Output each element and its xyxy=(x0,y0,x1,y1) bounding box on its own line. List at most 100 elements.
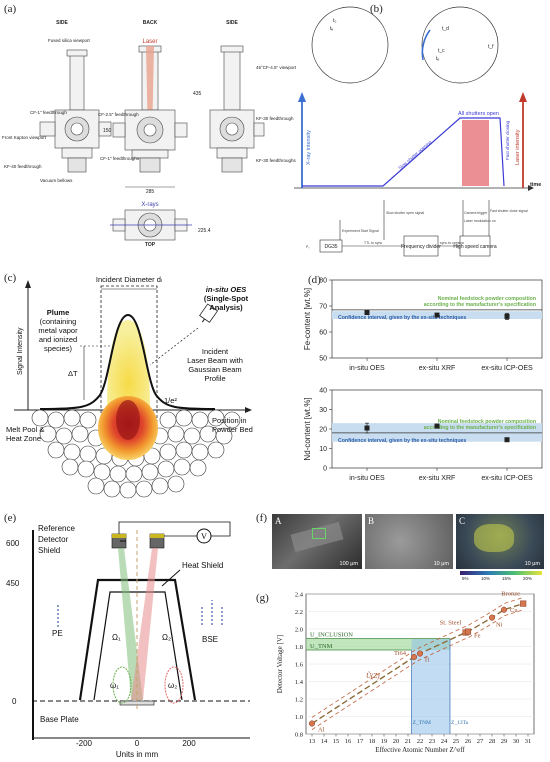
chart-d1-xtick-label: ex-situ ICP-OES xyxy=(481,475,533,482)
chart-g-point xyxy=(416,650,424,657)
box-label-freq: Frequency divider xyxy=(401,244,441,250)
dim-285: 285 xyxy=(146,189,155,195)
chart-d1-ytick-label: 10 xyxy=(319,446,327,453)
chart-g-point xyxy=(500,606,508,613)
chart-d1-nominal-2: according to the manufacturer's specific… xyxy=(424,425,536,431)
label-xray-intensity: X-ray intensity xyxy=(306,130,312,165)
chart-g-xtick-label: 18 xyxy=(369,738,376,745)
label-plume-1: Plume xyxy=(47,308,70,317)
chart-d1-confidence-band xyxy=(332,423,542,442)
label-a-0: Fused silica viewport xyxy=(48,38,90,43)
label-all-shutters: All shutters open xyxy=(458,111,499,117)
xtick-0: 0 xyxy=(135,739,140,748)
chart-g-xtick-label: 30 xyxy=(513,738,520,745)
chart-g-xtick-label: 21 xyxy=(405,738,412,745)
chart-g-xtick-label: 14 xyxy=(321,738,328,745)
label-oes-1: in-situ OES xyxy=(206,285,246,294)
label-shield: Shield xyxy=(38,546,60,555)
chart-d1-point xyxy=(364,425,370,431)
label-plume-3: metal vapor xyxy=(38,326,78,335)
omega-small-1: ω₁ xyxy=(110,681,119,690)
micrograph-b: B 10 μm xyxy=(365,514,453,569)
box-label-dg35: DG35 xyxy=(324,244,337,250)
micrograph-b-letter: B xyxy=(368,516,375,526)
chart-g-ytick-label: 1.0 xyxy=(295,714,303,721)
signal-1: Slow shutter open signal xyxy=(386,211,424,215)
label-reference: Reference xyxy=(38,524,75,533)
chart-g-xlabel: Effective Atomic Number Z^eff xyxy=(375,746,465,754)
colorbar-5: 5% xyxy=(462,576,469,581)
label-heat-shield: Heat Shield xyxy=(182,561,223,570)
back-chamber xyxy=(112,45,188,188)
dim-435: 435 xyxy=(193,91,202,97)
circle-label-3: t_f xyxy=(488,44,494,50)
micrograph-a-scale: 100 μm xyxy=(339,561,358,567)
side-left-chamber xyxy=(39,49,112,173)
chart-g-point-label: Al xyxy=(318,727,325,734)
chart-g-point-label: Ni xyxy=(496,622,503,629)
signal-6: TTL to sync xyxy=(364,241,382,245)
chart-g-point xyxy=(488,614,496,621)
signal-0: Experiment Start Signal xyxy=(342,229,379,233)
micrograph-c: C 10 μm xyxy=(456,514,544,569)
chart-d1-ytick-label: 20 xyxy=(319,427,327,434)
chart-g-ytick-label: 2.2 xyxy=(295,609,303,616)
chart-d1-ylabel: Nd-content [wt.%] xyxy=(303,397,312,460)
label-a-4: CF-1" feedthroughs xyxy=(100,156,140,161)
label-base-plate: Base Plate xyxy=(40,715,79,724)
chart-g-z-13ta-label: Z_13Ta xyxy=(451,720,469,726)
label-top: TOP xyxy=(145,242,156,248)
chart-d0-point xyxy=(434,312,440,318)
label-plume-2: (containing xyxy=(40,317,77,326)
chart-d1-point xyxy=(434,423,440,429)
chart-g-ylabel: Detector Voltage [V] xyxy=(276,635,284,693)
chart-g-xtick-label: 27 xyxy=(477,738,484,745)
label-plume-4: and ionized xyxy=(39,335,77,344)
chart-g-upper-bound xyxy=(311,597,524,718)
chart-g-point-label: Fe xyxy=(474,633,481,640)
chart-d0-point xyxy=(504,313,510,319)
micrograph-c-highlight xyxy=(474,524,514,552)
panel-a-letter: (a) xyxy=(4,3,17,15)
label-delta-t: ΔT xyxy=(68,369,78,378)
colorbar-20: 20% xyxy=(523,576,533,581)
label-beam-3: Gaussian Beam xyxy=(188,365,241,374)
label-a-1: CF-1" feedthrough xyxy=(30,110,67,115)
chart-g-green-band xyxy=(306,638,450,650)
plume-shape xyxy=(107,320,150,410)
omega-small-2: ω₂ xyxy=(168,681,177,690)
chart-g-uz-label: Ũ(Z) xyxy=(366,672,380,680)
label-slow-shutter: Slow shutter opening xyxy=(397,139,432,171)
chart-d1-xtick-label: in-situ OES xyxy=(349,475,385,482)
panel-f-letter: (f) xyxy=(256,512,267,524)
signal-2: Camera trigger xyxy=(464,211,488,215)
chart-d0-ylabel: Fe-content [wt.%] xyxy=(303,288,312,350)
label-laser-intensity: Laser intensity xyxy=(515,129,521,165)
timing-circle-right xyxy=(421,6,499,84)
chart-g-xtick-label: 26 xyxy=(465,738,472,745)
xtick-200: 200 xyxy=(182,739,196,748)
chart-d1-point xyxy=(504,437,510,443)
chart-g-xtick-label: 29 xyxy=(501,738,508,745)
panel-b-letter: (b) xyxy=(370,3,383,15)
label-a-2: CF-2.5" feedthrough xyxy=(98,112,139,117)
label-incident-diameter: Incident Diameter dₗ xyxy=(96,275,162,284)
chart-d0-nominal-1: Nominal feedstock powder composition xyxy=(438,296,536,302)
chart-g-ytick-label: 1.6 xyxy=(295,662,304,669)
label-beam-1: Incident xyxy=(202,347,229,356)
chart-g-ytick-label: 1.8 xyxy=(295,644,303,651)
label-side-left: SIDE xyxy=(56,20,68,26)
circle-label-2: t_d xyxy=(442,26,449,32)
dim-150: 150 xyxy=(103,128,112,134)
label-side-right: SIDE xyxy=(226,20,238,26)
ytick-450: 450 xyxy=(6,579,20,588)
panel-g-letter: (g) xyxy=(256,592,269,604)
chart-g-ytick-label: 1.4 xyxy=(295,679,304,686)
signal-4: Fast shutter close signal xyxy=(490,209,528,213)
chart-d0-ytick-label: 60 xyxy=(319,330,327,337)
colorbar-10: 10% xyxy=(481,576,491,581)
omega-big-2: Ω₂ xyxy=(162,633,171,642)
label-melt-2: Heat Zone xyxy=(6,434,41,443)
